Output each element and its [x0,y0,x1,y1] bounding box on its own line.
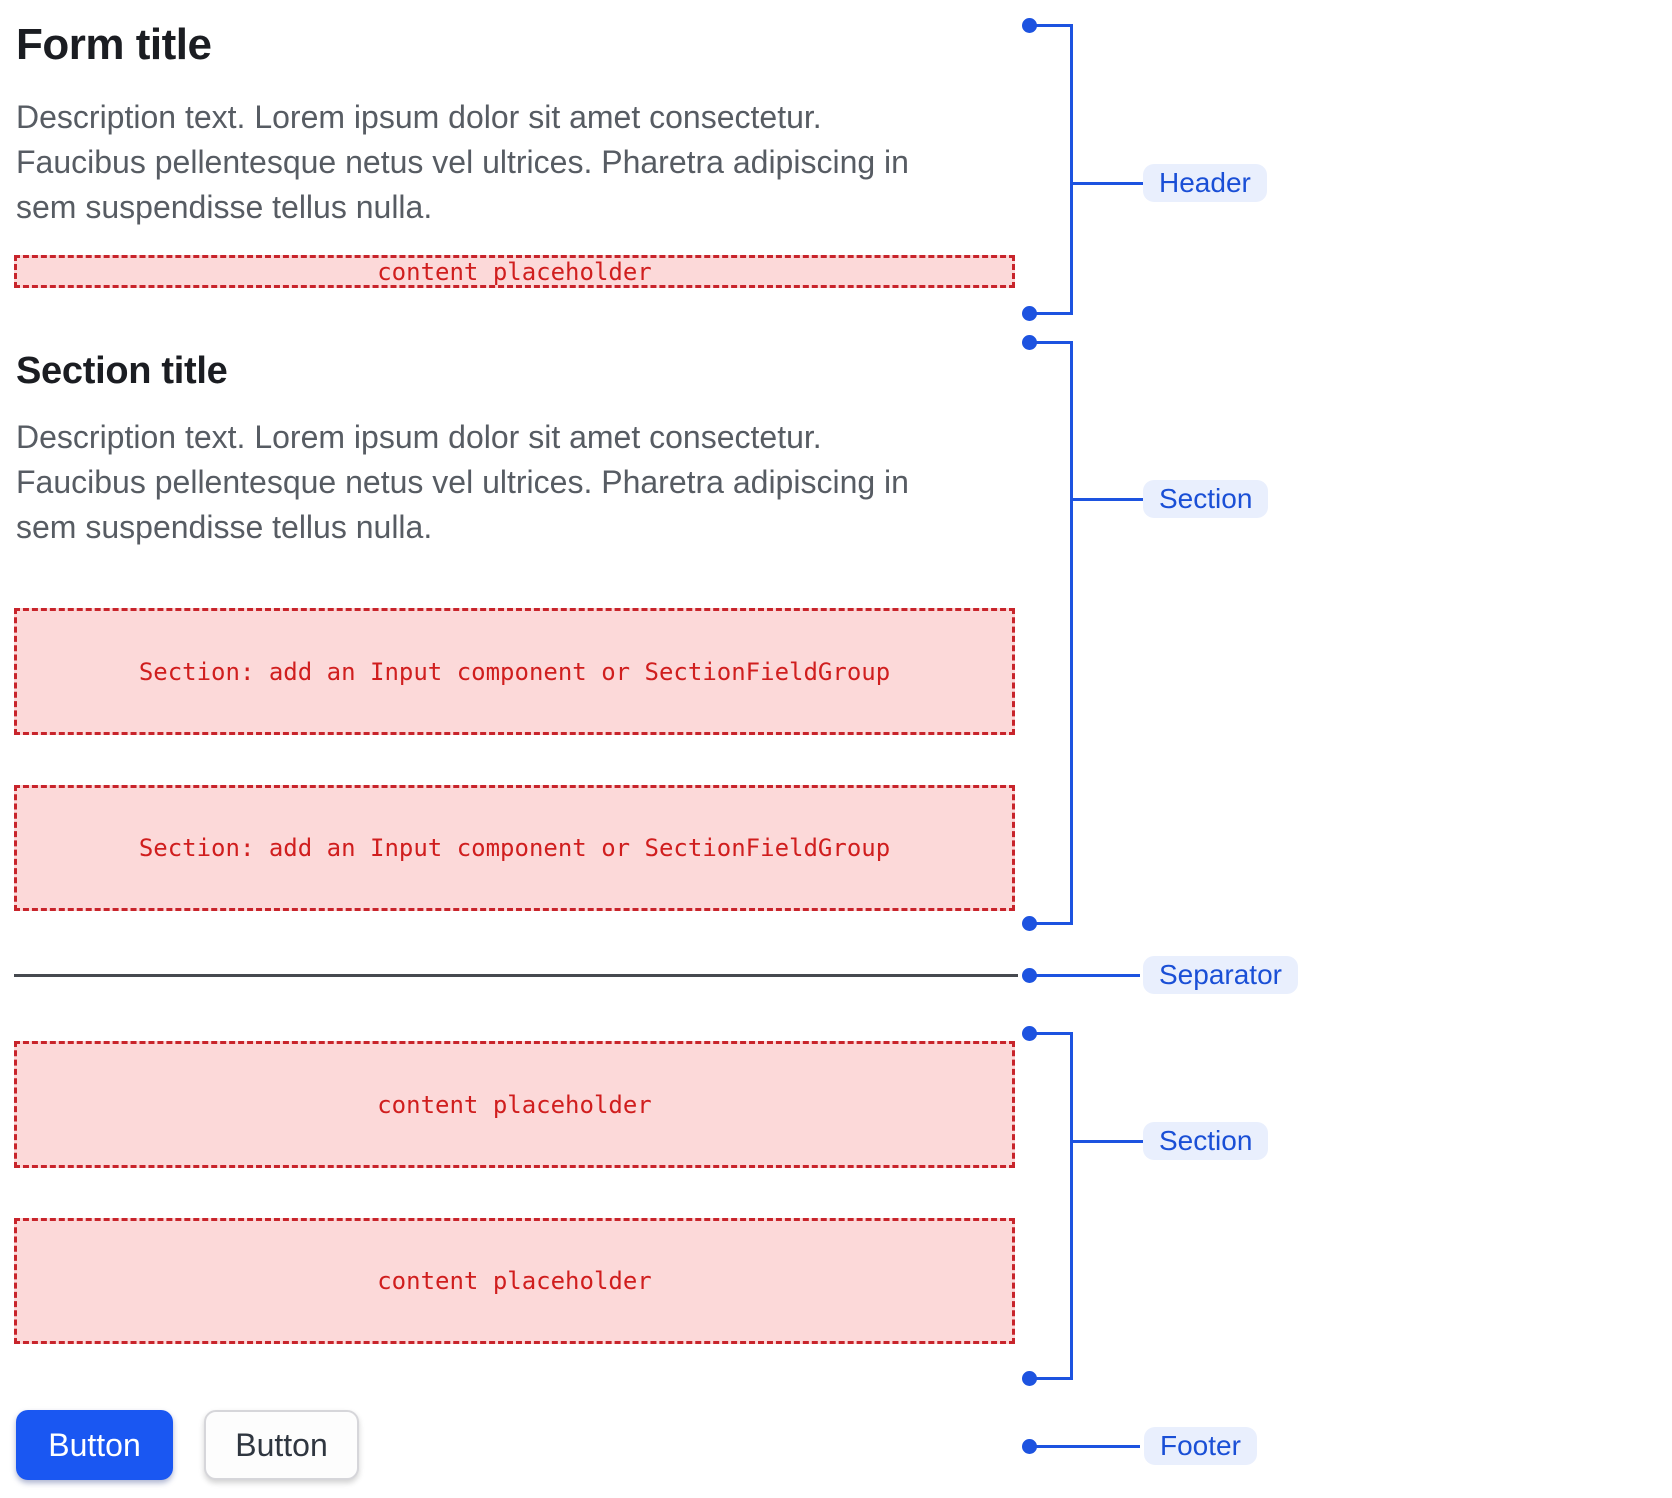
form-title: Form title [16,20,212,69]
connector-line [1029,1377,1073,1380]
placeholder-text: content placeholder [377,1090,652,1119]
section-input-placeholder: Section: add an Input component or Secti… [14,785,1015,911]
section-input-placeholder: Section: add an Input component or Secti… [14,608,1015,735]
connector-line [1070,1032,1073,1380]
connector-line [1029,312,1073,315]
connector-line [1029,1032,1073,1035]
connector-line [1070,341,1073,925]
annotation-label-footer: Footer [1144,1427,1257,1465]
form-description: Description text. Lorem ipsum dolor sit … [16,95,976,230]
primary-button[interactable]: Button [16,1410,173,1480]
form-description-line: sem suspendisse tellus nulla. [16,189,433,225]
connector-line [1029,341,1073,344]
placeholder-text: content placeholder [377,257,652,286]
annotation-label-section: Section [1143,1122,1269,1160]
connector-line [1070,24,1073,315]
connector-dot [1022,968,1037,983]
section-description-line: Description text. Lorem ipsum dolor sit … [16,419,822,455]
connector-line [1029,24,1073,27]
section-description: Description text. Lorem ipsum dolor sit … [16,415,976,550]
connector-line [1036,974,1140,977]
connector-line [1029,922,1073,925]
section-description-line: Faucibus pellentesque netus vel ultrices… [16,464,909,500]
section-content-placeholder: content placeholder [14,1041,1015,1168]
form-description-line: Description text. Lorem ipsum dolor sit … [16,99,822,135]
header-content-placeholder: content placeholder [14,255,1015,288]
secondary-button[interactable]: Button [204,1410,359,1480]
annotation-label-separator: Separator [1143,956,1298,994]
connector-line [1070,1140,1143,1143]
section-title: Section title [16,350,228,392]
placeholder-text: Section: add an Input component or Secti… [138,657,891,686]
connector-dot [1022,1439,1037,1454]
connector-line [1036,1445,1140,1448]
placeholder-text: Section: add an Input component or Secti… [138,834,891,862]
annotation-label-section: Section [1143,480,1269,518]
section-content-placeholder: content placeholder [14,1218,1015,1344]
annotation-label-header: Header [1143,164,1267,202]
connector-line [1070,498,1143,501]
section-description-line: sem suspendisse tellus nulla. [16,509,433,545]
separator-divider [14,974,1018,977]
connector-line [1070,182,1143,185]
placeholder-text: content placeholder [377,1267,652,1295]
form-description-line: Faucibus pellentesque netus vel ultrices… [16,144,909,180]
